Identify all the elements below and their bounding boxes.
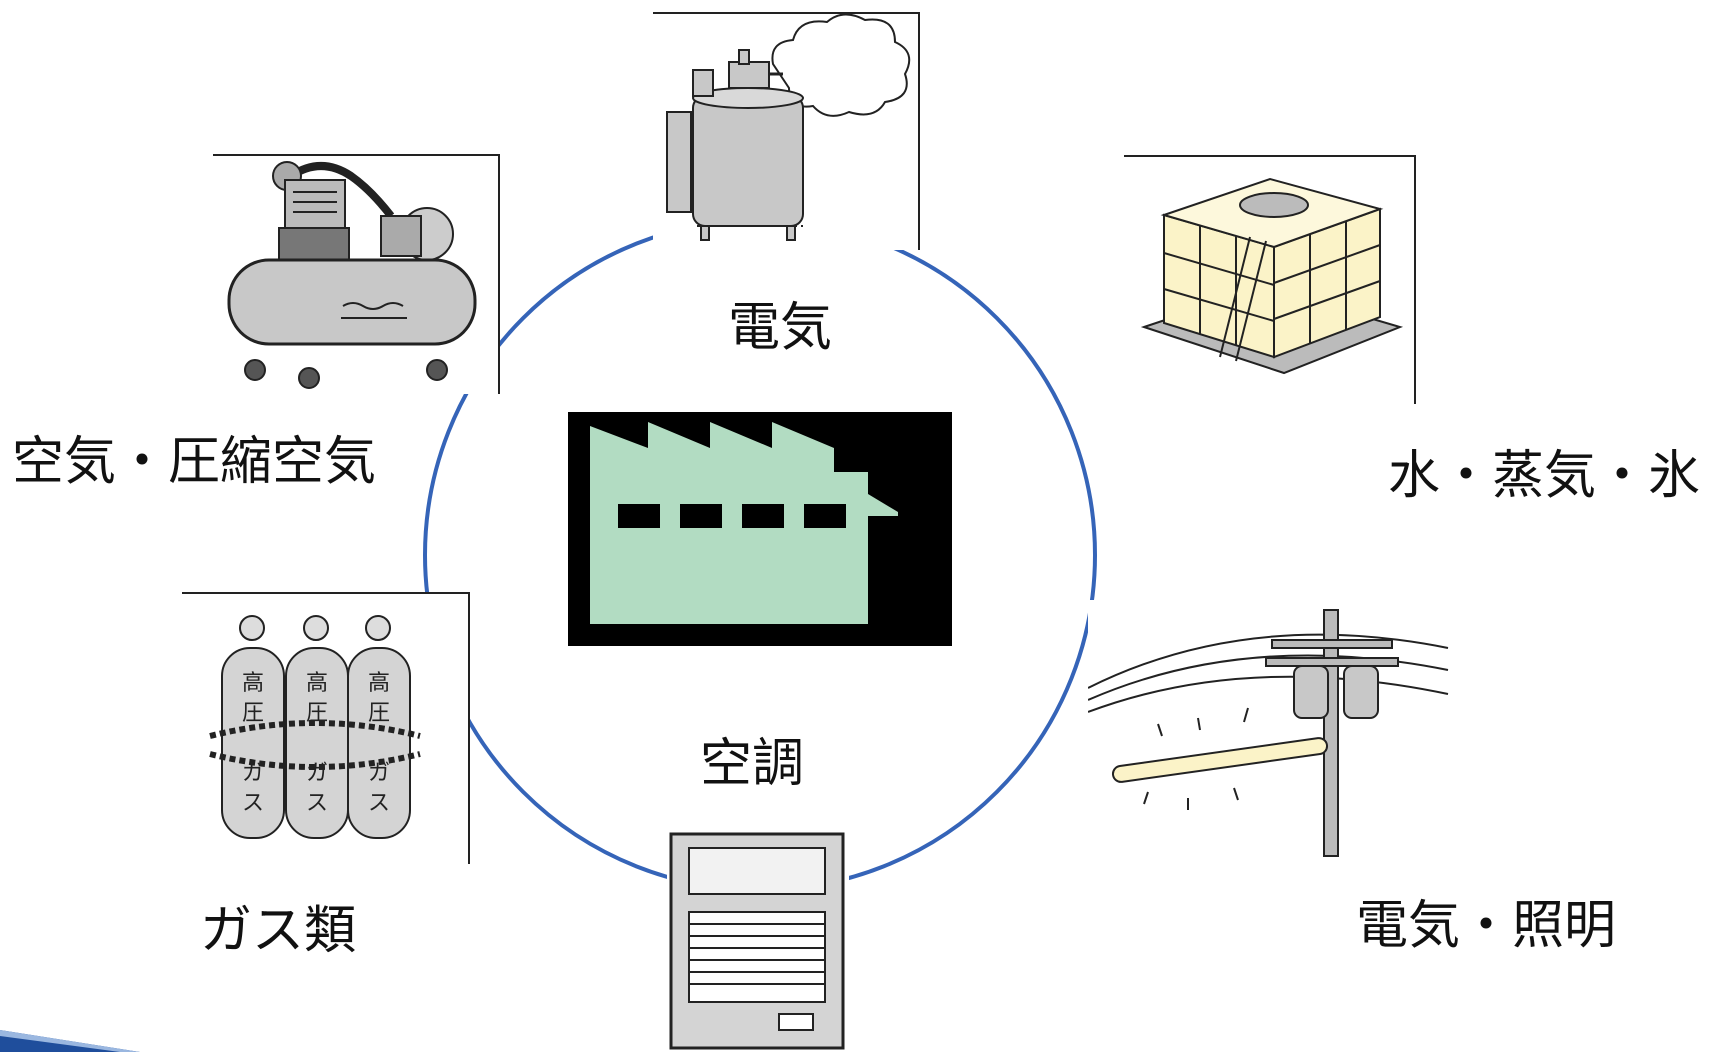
cyl-text-8: ス [306, 791, 328, 816]
compressor-picture [213, 154, 500, 394]
label-electricity-lighting: 電気・照明 [1356, 896, 1617, 956]
label-gas: ガス類 [200, 901, 357, 961]
cyl-text-3: ガ [242, 761, 264, 786]
cyl-text-1: 高 [242, 671, 264, 696]
cyl-text-6: 圧 [306, 701, 328, 726]
power-pole-picture [1087, 600, 1458, 860]
air-compressor-icon [227, 161, 477, 389]
label-air-conditioning: 空調 [700, 734, 805, 794]
cyl-text-10: 圧 [368, 701, 390, 726]
water-tank-icon [1140, 177, 1404, 375]
label-water-steam-ice: 水・蒸気・氷 [1388, 446, 1701, 506]
cyl-text-12: ス [368, 791, 390, 816]
boiler-picture [653, 12, 920, 250]
label-electricity: 電気 [728, 298, 833, 358]
cyl-text-2: 圧 [242, 701, 264, 726]
cylinder-labels: 高 圧 ガ ス 高 圧 ガ ス 高 圧 ガ ス [242, 671, 390, 816]
gas-cylinders-icon: 高 圧 ガ ス 高 圧 ガ ス 高 圧 ガ ス [209, 615, 421, 839]
corner-decoration [0, 1030, 140, 1052]
water-tank-picture [1124, 155, 1416, 404]
power-pole-icon [1087, 609, 1449, 857]
label-air: 空気・圧縮空気 [12, 432, 377, 492]
air-conditioner-icon [669, 832, 845, 1050]
gas-picture: 高 圧 ガ ス 高 圧 ガ ス 高 圧 ガ ス [182, 592, 470, 864]
aircon-picture [667, 830, 849, 1052]
boiler-icon [666, 13, 911, 241]
cyl-text-7: ガ [306, 761, 328, 786]
cyl-text-5: 高 [306, 671, 328, 696]
factory-panel [568, 412, 952, 646]
cyl-text-11: ガ [368, 761, 390, 786]
factory-icon [590, 422, 898, 624]
cyl-text-9: 高 [368, 671, 390, 696]
cyl-text-4: ス [242, 791, 264, 816]
